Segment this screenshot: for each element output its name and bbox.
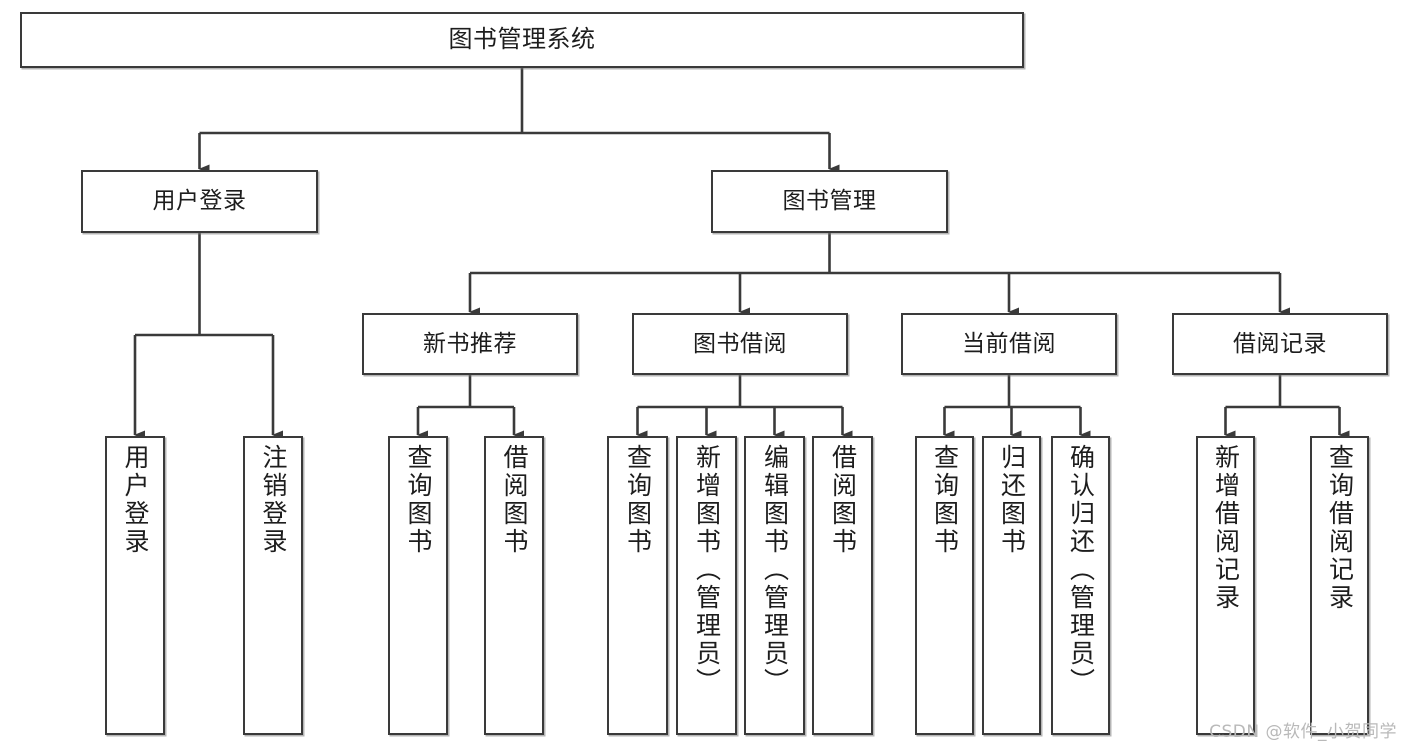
node-root[interactable]: 图书管理系统 [20,12,1024,68]
node-leaf-query-record[interactable]: 查询借阅记录 [1310,436,1369,735]
node-label: 新增图书（管理员） [692,444,722,696]
node-borrow-record[interactable]: 借阅记录 [1172,313,1388,375]
node-leaf-confirm-return[interactable]: 确认归还（管理员） [1051,436,1110,735]
node-label: 查询图书 [930,444,960,556]
node-leaf-query-book-3[interactable]: 查询图书 [915,436,974,735]
node-user-login[interactable]: 用户登录 [81,170,318,233]
node-label: 借阅记录 [1233,330,1327,357]
node-label: 图书管理系统 [448,25,596,54]
node-label: 新增借阅记录 [1211,444,1241,612]
node-leaf-borrow-book-1[interactable]: 借阅图书 [484,436,544,735]
watermark-text: CSDN @软件_小贺同学 [1209,722,1397,742]
node-label: 注销登录 [259,444,288,556]
node-label: 用户登录 [152,188,247,215]
node-label: 确认归还（管理员） [1066,444,1096,696]
node-leaf-edit-book[interactable]: 编辑图书（管理员） [744,436,805,735]
node-leaf-query-book-2[interactable]: 查询图书 [607,436,668,735]
node-book-borrow[interactable]: 图书借阅 [632,313,848,375]
node-leaf-return-book[interactable]: 归还图书 [982,436,1041,735]
node-current-borrow[interactable]: 当前借阅 [901,313,1117,375]
node-label: 借阅图书 [500,444,529,556]
node-label: 查询借阅记录 [1325,444,1355,612]
node-label: 编辑图书（管理员） [760,444,790,696]
node-label: 当前借阅 [962,330,1056,357]
node-label: 新书推荐 [423,330,517,357]
node-leaf-add-book[interactable]: 新增图书（管理员） [676,436,737,735]
node-label: 归还图书 [997,444,1027,556]
node-label: 查询图书 [404,444,433,556]
node-leaf-add-record[interactable]: 新增借阅记录 [1196,436,1255,735]
node-label: 用户登录 [121,444,150,556]
node-label: 图书借阅 [693,330,787,357]
node-new-book-rec[interactable]: 新书推荐 [362,313,578,375]
node-book-manage[interactable]: 图书管理 [711,170,948,233]
node-leaf-user-login[interactable]: 用户登录 [105,436,165,735]
node-label: 查询图书 [623,444,653,556]
node-leaf-query-book-1[interactable]: 查询图书 [388,436,448,735]
node-leaf-logout[interactable]: 注销登录 [243,436,303,735]
node-label: 借阅图书 [828,444,858,556]
node-label: 图书管理 [782,188,877,215]
node-leaf-borrow-book-2[interactable]: 借阅图书 [812,436,873,735]
